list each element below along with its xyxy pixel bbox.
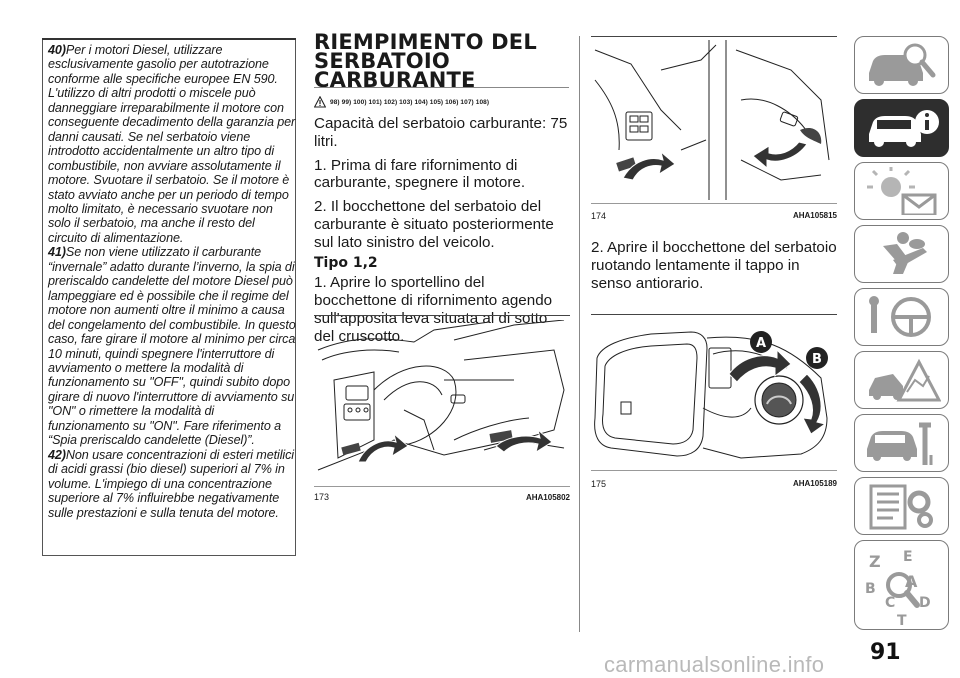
figure-rule (591, 470, 837, 471)
column-separator (579, 36, 580, 632)
warning-triangle-icon (314, 96, 326, 108)
note-text: Per i motori Diesel, utilizzare esclusiv… (48, 43, 296, 245)
section-title: RIEMPIMENTO DEL SERBATOIO CARBURANTE (314, 30, 570, 92)
warning-refs-text: 98) 99) 100) 101) 102) 103) 104) 105) 10… (330, 98, 490, 106)
road-warning-icon (869, 358, 941, 402)
title-line: SERBATOIO (314, 49, 450, 73)
tab-warning-lights[interactable] (854, 162, 949, 220)
page-number: 91 (870, 640, 901, 665)
notes-box (42, 38, 296, 556)
watermark: carmanualsonline.info (604, 652, 825, 677)
index-icon: Z E B A C D T (865, 549, 931, 629)
step-1: 1. Prima di fare rifornimento di carbura… (314, 156, 526, 192)
tab-tech-data[interactable] (854, 477, 949, 535)
index-letter: T (897, 613, 907, 629)
figure-rule (314, 315, 570, 316)
figure-rule (591, 36, 837, 37)
figure-rule (314, 486, 570, 487)
figure-rule (591, 203, 837, 204)
right-body-text: 2. Aprire il bocchettone del serbatoio r… (591, 239, 837, 292)
index-letter: D (919, 595, 931, 611)
car-info-icon (869, 110, 939, 147)
note-number: 41) (48, 245, 66, 260)
figure-rule (591, 314, 837, 315)
title-line: CARBURANTE (314, 68, 476, 92)
tab-index[interactable]: Z E B A C D T (854, 540, 949, 630)
callout-a: A (756, 336, 766, 351)
figure-code: AHA105189 (792, 479, 837, 488)
index-letter: C (885, 595, 895, 611)
figure-175-fuel-cap: A B (594, 331, 828, 459)
tab-car-search[interactable] (854, 36, 949, 94)
step-2: 2. Il bocchettone del serbatoio del carb… (314, 198, 554, 251)
note-text: Non usare concentrazioni di esteri metil… (48, 447, 294, 520)
tab-key-steering[interactable] (854, 288, 949, 346)
note-text: Se non viene utilizzato il carburante “i… (48, 245, 296, 448)
title-line: RIEMPIMENTO DEL (314, 30, 537, 54)
tipo-step-1: 1. Aprire lo sportellino del bocchettone… (314, 274, 553, 345)
capacity-text: Capacità del serbatoio carburante: 75 li… (314, 115, 568, 150)
callout-b: B (812, 352, 822, 367)
tab-airbag-seat[interactable] (854, 225, 949, 283)
figure-code: AHA105815 (792, 211, 837, 220)
figure-173-dashboard (317, 320, 565, 471)
figure-174-door-lever (594, 40, 830, 200)
car-search-icon (869, 43, 936, 86)
index-letter: B (865, 581, 876, 597)
title-rule (314, 87, 569, 88)
tipo-heading: Tipo 1,2 (314, 254, 378, 271)
tab-car-info[interactable] (854, 99, 949, 157)
tab-road-warning[interactable] (854, 351, 949, 409)
figure-number: 174 (591, 211, 607, 221)
airbag-seat-icon (883, 232, 927, 274)
figure-number: 173 (314, 492, 330, 502)
step-2-cap: 2. Aprire il bocchettone del serbatoio r… (591, 239, 837, 292)
key-steering-icon (869, 296, 931, 337)
note-number: 42) (48, 447, 66, 462)
warning-references: 98) 99) 100) 101) 102) 103) 104) 105) 10… (314, 95, 489, 109)
index-letter: E (903, 549, 913, 565)
tech-data-icon (869, 484, 933, 530)
car-service-icon (867, 422, 933, 465)
figure-code: AHA105802 (525, 493, 570, 502)
tab-car-service[interactable] (854, 414, 949, 472)
notes-list: 40)Per i motori Diesel, utilizzare esclu… (48, 43, 296, 520)
note-number: 40) (48, 43, 66, 57)
body-text: Capacità del serbatoio carburante: 75 li… (314, 115, 570, 346)
index-letter: Z (869, 552, 881, 571)
figure-number: 175 (591, 479, 607, 489)
warning-lights-icon (867, 167, 937, 215)
